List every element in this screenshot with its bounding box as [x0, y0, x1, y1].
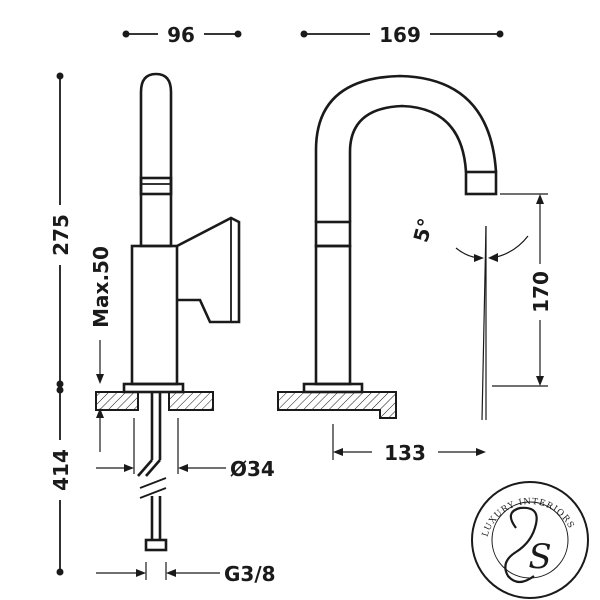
- brand-logo: LUXURY INTERIORS S: [471, 481, 589, 599]
- dim-label-max50: Max.50: [89, 246, 113, 328]
- dim-label-170: 170: [529, 271, 553, 313]
- dim-spout-height: 170: [492, 193, 553, 387]
- dim-label-d34: Ø34: [230, 457, 275, 481]
- dim-connection: G3/8: [96, 562, 276, 586]
- dim-label-275: 275: [49, 214, 73, 256]
- dim-label-133: 133: [384, 441, 426, 465]
- dim-label-169: 169: [379, 23, 421, 47]
- dim-angle: 5°: [409, 216, 529, 421]
- dim-top-front: 169: [300, 20, 504, 48]
- dim-height-total: 275: [44, 72, 76, 388]
- dim-hose-length: 414: [44, 386, 76, 576]
- countertop-side: [95, 391, 214, 552]
- dim-hole-diameter: Ø34: [96, 418, 275, 481]
- dim-max-deck: Max.50: [89, 246, 113, 452]
- dim-top-side: 96: [122, 20, 242, 48]
- faucet-side-view: [122, 72, 241, 394]
- dim-label-g38: G3/8: [224, 562, 276, 586]
- dim-reach: 133: [332, 424, 486, 465]
- countertop-front: [277, 391, 397, 419]
- faucet-front-view: [302, 74, 498, 394]
- dim-label-96: 96: [167, 23, 195, 47]
- dim-label-414: 414: [49, 449, 73, 491]
- dim-label-angle: 5°: [409, 216, 438, 245]
- logo-monogram: S: [528, 537, 551, 577]
